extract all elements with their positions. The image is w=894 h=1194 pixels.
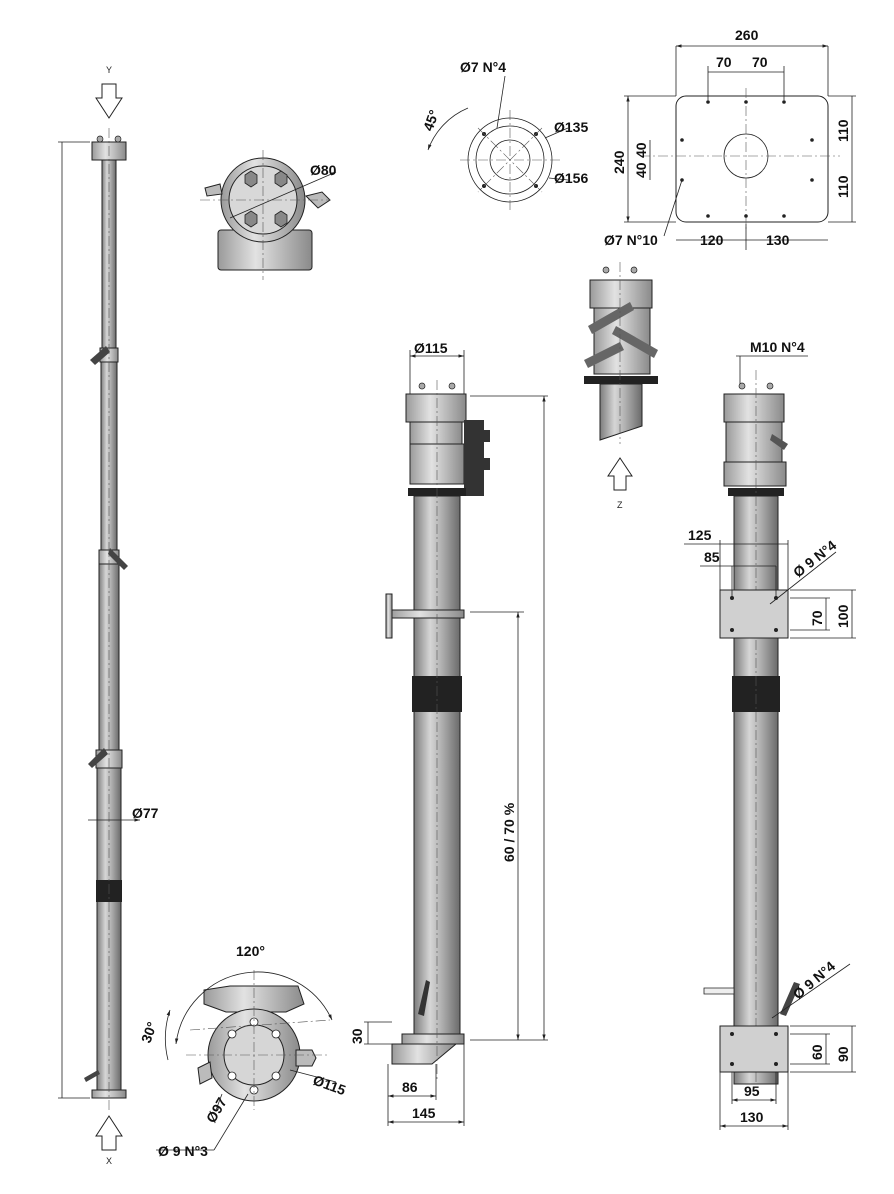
top-small-view: Ø80 [200,150,337,280]
bottom-view: 120° 30° Ø115 Ø97 Ø 9 N°3 [138,943,348,1159]
right-mast-view: M10 N°4 125 85 Ø 9 N°4 70 100 [684,339,856,1130]
view-arrow-y [95,83,123,119]
dim-95: 95 [744,1083,760,1099]
dim-diameter-115: Ø115 [414,340,448,356]
dim-70: 70 [809,610,825,626]
dim-60: 60 [809,1044,825,1060]
dim-diameter-156: Ø156 [554,170,588,186]
dim-plate-holes: Ø7 N°10 [604,232,658,248]
dim-diameter-80: Ø80 [310,162,337,178]
base-plate-view: 260 70 70 240 40 40 110 110 120 130 Ø7 N… [604,27,856,250]
dim-holes-bottom-view: Ø 9 N°3 [158,1143,208,1159]
dim-plate-70a: 70 [716,54,732,70]
dim-85: 85 [704,549,720,565]
dim-angle-45: 45° [420,108,442,133]
dim-angle-30: 30° [138,1020,160,1045]
arrow-label-z: Z [617,500,623,510]
dim-125: 125 [688,527,712,543]
dim-diameter-115-bottom: Ø115 [311,1072,348,1099]
dim-holes-bottom: Ø 9 N°4 [790,958,839,1003]
dim-plate-120: 120 [700,232,724,248]
flange-view: Ø7 N°4 45° Ø135 Ø156 [420,59,588,210]
dim-plate-130: 130 [766,232,790,248]
dim-holes-mid: Ø 9 N°4 [790,537,839,580]
arrow-label-y: Y [106,65,112,75]
detail-z-view: Z [584,262,658,510]
dim-130: 130 [740,1109,764,1125]
dim-angle-120: 120° [236,943,265,959]
view-arrow-x [95,1115,123,1151]
dim-plate-260: 260 [735,27,759,43]
dim-plate-240: 240 [611,150,627,174]
dim-diameter-135: Ø135 [554,119,588,135]
mast-side-view: Y Ø77 X [58,65,159,1166]
dim-diameter-77: Ø77 [132,805,159,821]
dim-100: 100 [835,604,851,628]
dim-plate-110a: 110 [835,119,851,142]
dim-bolts-m10: M10 N°4 [750,339,805,355]
dim-flange-holes: Ø7 N°4 [460,59,506,75]
dim-stroke-60-70: 60 / 70 % [501,802,517,862]
view-arrow-z [607,457,633,491]
middle-mast-view: Ø115 60 / 70 % 30 86 [349,340,548,1126]
dim-145: 145 [412,1105,436,1121]
dim-30: 30 [349,1028,365,1044]
dim-diameter-97: Ø97 [203,1094,230,1125]
dim-plate-110b: 110 [835,175,851,198]
dim-86: 86 [402,1079,418,1095]
dim-plate-70b: 70 [752,54,768,70]
dim-plate-40b: 40 [633,162,649,178]
dim-90: 90 [835,1046,851,1062]
dim-plate-40a: 40 [633,142,649,158]
arrow-label-x: X [106,1156,112,1166]
